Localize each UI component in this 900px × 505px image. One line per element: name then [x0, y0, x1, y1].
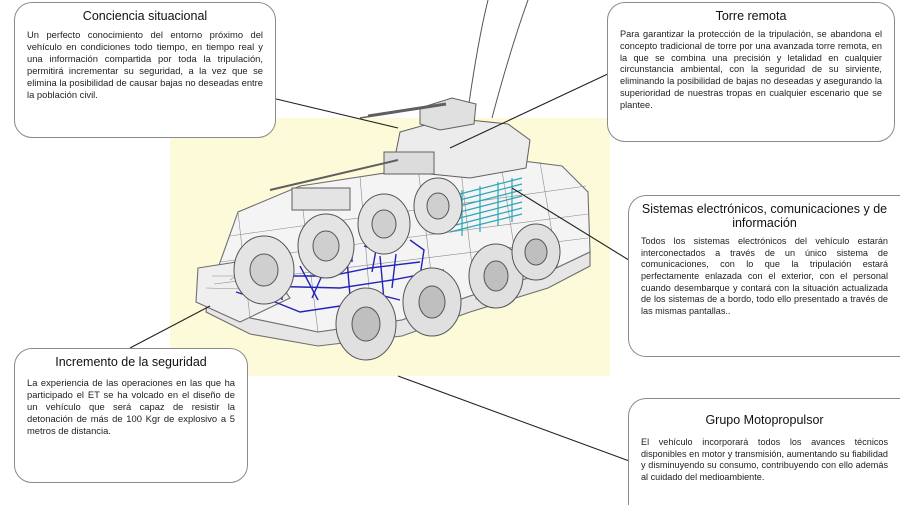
remote-turret	[269, 97, 531, 211]
callout-incremento-seguridad: Incremento de la seguridad La experienci…	[14, 348, 248, 483]
callout-title: Incremento de la seguridad	[55, 355, 207, 369]
wheel-3	[357, 193, 411, 255]
wheel-8	[511, 223, 561, 281]
callout-title: Conciencia situacional	[82, 9, 208, 23]
callout-title: Torre remota	[715, 9, 787, 23]
leader-conciencia	[271, 97, 399, 129]
leader-grupo	[397, 375, 633, 463]
callout-leaders	[129, 71, 633, 463]
wheel-4	[413, 177, 463, 235]
callout-title: Sistemas electrónicos, comunicaciones y …	[641, 202, 888, 230]
callout-text: Para garantizar la protección de la trip…	[620, 29, 882, 110]
wheel-7	[468, 243, 524, 309]
callout-text: Todos los sistemas electrónicos del vehí…	[641, 236, 888, 316]
wheel-6	[402, 267, 462, 337]
callout-text: La experiencia de las operaciones en las…	[27, 377, 235, 437]
callout-title: Grupo Motopropulsor	[705, 413, 824, 427]
callout-sistemas-electronicos: Sistemas electrónicos, comunicaciones y …	[628, 195, 900, 357]
leader-seguridad	[129, 305, 211, 349]
wheel-5	[335, 287, 397, 361]
leader-sistemas	[511, 187, 633, 263]
callout-torre-remota: Torre remota Para garantizar la protecci…	[607, 2, 895, 142]
antennas	[467, 0, 529, 119]
wheel-2	[297, 213, 355, 279]
callout-conciencia-situacional: Conciencia situacional Un perfecto conoc…	[14, 2, 276, 138]
callout-text: El vehículo incorporará todos los avance…	[641, 437, 888, 482]
electronics-cabling	[449, 177, 523, 236]
leader-torre	[449, 71, 613, 149]
callout-grupo-motopropulsor: Grupo Motopropulsor El vehículo incorpor…	[628, 398, 900, 505]
wheels	[233, 177, 561, 361]
callout-text: Un perfecto conocimiento del entorno pró…	[27, 29, 263, 101]
wheel-1	[233, 235, 295, 305]
